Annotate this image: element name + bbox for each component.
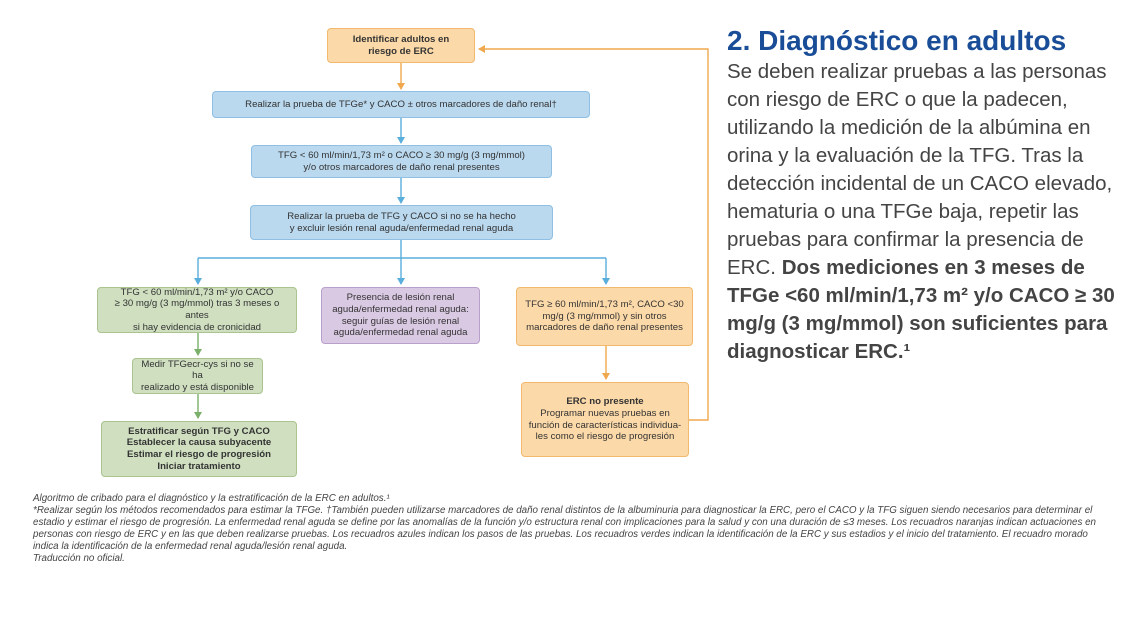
box-identify-adults: Identificar adultos en riesgo de ERC [327, 28, 475, 63]
box-line: marcadores de daño renal presentes [526, 322, 683, 334]
footnotes: Algoritmo de cribado para el diagnóstico… [33, 493, 1108, 565]
box-line: Medir TFGecr-cys si no se ha [141, 358, 254, 382]
box-stratify-treat: Estratificar según TFG y CACO Establecer… [101, 421, 297, 477]
box-line: realizado y está disponible [140, 381, 255, 393]
box-line: Realizar la prueba de TFGe* y CACO ± otr… [245, 98, 557, 110]
box-acute-kidney-injury: Presencia de lesión renal aguda/enfermed… [321, 287, 480, 344]
box-measure-egfr-cys: Medir TFGecr-cys si no se ha realizado y… [132, 358, 263, 394]
page-title: 2. Diagnóstico en adultos [727, 25, 1067, 56]
box-line: Iniciar tratamiento [157, 460, 241, 472]
box-line: les como el riesgo de progresión [535, 431, 675, 443]
box-line: aguda/enfermedad renal aguda: [332, 303, 469, 315]
box-line: mg/g (3 mg/mmol) y sin otros [542, 310, 667, 322]
box-line: Programar nuevas pruebas en [540, 407, 670, 419]
box-retest: Realizar la prueba de TFG y CACO si no s… [250, 205, 553, 240]
box-line: Establecer la causa subyacente [126, 437, 272, 449]
footnote-caption: Algoritmo de cribado para el diagnóstico… [33, 493, 390, 504]
box-no-ckd: ERC no presente Programar nuevas pruebas… [521, 382, 689, 457]
box-test-result: TFG < 60 ml/min/1,73 m² o CACO ≥ 30 mg/g… [251, 145, 552, 178]
box-line: y excluir lesión renal aguda/enfermedad … [289, 222, 514, 234]
box-line: Presencia de lesión renal [346, 292, 455, 304]
box-line: TFG ≥ 60 ml/min/1,73 m², CACO <30 [525, 299, 684, 311]
footnote-notes: *Realizar según los métodos recomendados… [33, 505, 1096, 552]
box-line: Estimar el riesgo de progresión [127, 449, 271, 460]
box-line: y/o otros marcadores de daño renal prese… [303, 161, 500, 173]
box-line: si hay evidencia de cronicidad [133, 321, 261, 333]
box-title: ERC no presente [566, 396, 644, 408]
box-initial-test: Realizar la prueba de TFGe* y CACO ± otr… [212, 91, 590, 118]
box-line: TFG < 60 ml/min/1,73 m² y/o CACO [120, 286, 274, 298]
box-line: seguir guías de lesión renal [341, 315, 460, 327]
box-line: riesgo de ERC [368, 45, 434, 57]
arrow-loop-back [478, 45, 709, 421]
side-paragraph: Se deben realizar pruebas a las personas… [727, 60, 1113, 279]
box-line: TFG < 60 ml/min/1,73 m² o CACO ≥ 30 mg/g… [277, 149, 526, 161]
box-line: Realizar la prueba de TFG y CACO si no s… [287, 210, 516, 222]
box-line: ≥ 30 mg/g (3 mg/mmol) tras 3 meses o ant… [114, 298, 280, 321]
side-body-text: Se deben realizar pruebas a las personas… [727, 58, 1127, 366]
box-line: Identificar adultos en [352, 33, 450, 45]
footnote-translation: Traducción no oficial. [33, 553, 125, 564]
box-line: función de características individua- [528, 419, 682, 431]
side-emphasis: Dos mediciones en 3 meses de TFGe <60 ml… [727, 256, 1115, 363]
side-panel: 2. Diagnóstico en adultos Se deben reali… [727, 25, 1127, 366]
flowchart-connectors [194, 45, 709, 421]
box-line: Estratificar según TFG y CACO [128, 425, 270, 437]
box-normal-results: TFG ≥ 60 ml/min/1,73 m², CACO <30 mg/g (… [516, 287, 693, 346]
box-line: aguda/enfermedad renal aguda [333, 327, 468, 339]
box-ckd-confirmed: TFG < 60 ml/min/1,73 m² y/o CACO ≥ 30 mg… [97, 287, 297, 333]
